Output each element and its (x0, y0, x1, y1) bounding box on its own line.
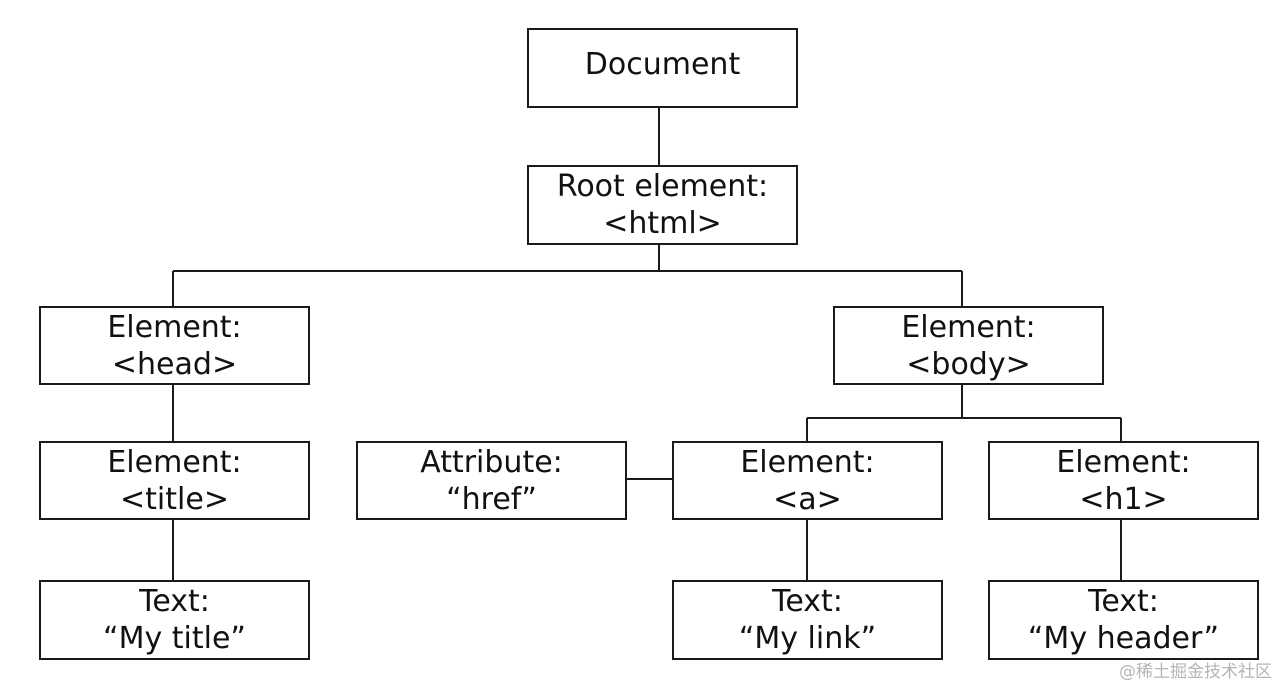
document-label: Document (584, 46, 741, 82)
a-element-node: Element: <a> (672, 441, 943, 520)
link-text-value: “My link” (738, 621, 877, 656)
header-text-label: Text: (1088, 584, 1159, 619)
body-element-node: Element: <body> (833, 306, 1104, 385)
h1-element-label: Element: (1056, 444, 1191, 480)
document-node: Document (527, 28, 798, 108)
title-element-label: Element: (107, 444, 242, 480)
root-element-label: Root element: (556, 169, 769, 204)
h1-element-tag: <h1> (1079, 481, 1168, 517)
watermark: @稀土掘金技术社区 (1119, 662, 1272, 682)
link-text-node: Text: “My link” (672, 580, 943, 660)
title-text-value: “My title” (103, 621, 246, 656)
link-text-label: Text: (772, 584, 843, 619)
header-text-node: Text: “My header” (988, 580, 1259, 660)
title-text-label: Text: (139, 584, 210, 619)
title-text-node: Text: “My title” (39, 580, 310, 660)
body-element-tag: <body> (906, 346, 1031, 382)
root-element-node: Root element: <html> (527, 165, 798, 245)
attribute-label: Attribute: (420, 444, 563, 480)
attribute-value: “href” (446, 481, 537, 517)
head-element-tag: <head> (111, 346, 238, 382)
root-element-tag: <html> (603, 206, 722, 241)
body-element-label: Element: (901, 309, 1036, 345)
a-element-label: Element: (740, 444, 875, 480)
a-element-tag: <a> (773, 481, 842, 517)
h1-element-node: Element: <h1> (988, 441, 1259, 520)
head-element-node: Element: <head> (39, 306, 310, 385)
title-element-tag: <title> (120, 481, 229, 517)
header-text-value: “My header” (1027, 621, 1220, 656)
href-attribute-node: Attribute: “href” (356, 441, 627, 520)
title-element-node: Element: <title> (39, 441, 310, 520)
head-element-label: Element: (107, 309, 242, 345)
